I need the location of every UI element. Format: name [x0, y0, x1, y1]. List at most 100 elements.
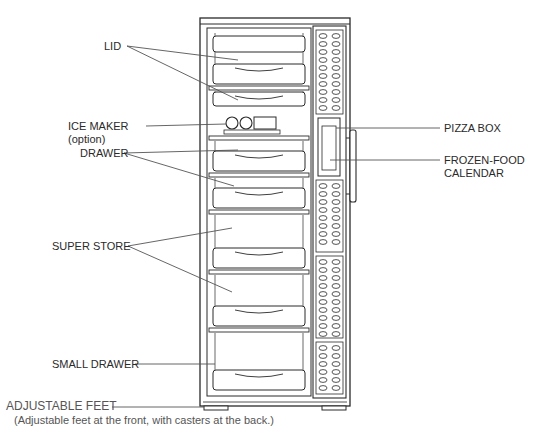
shelf — [209, 173, 309, 177]
door-vent — [319, 292, 327, 297]
door-vent — [332, 354, 340, 359]
drawer-grip — [235, 252, 283, 255]
leader-line — [336, 128, 440, 129]
door-vent — [332, 200, 340, 205]
door-vent — [319, 386, 327, 391]
drawer-side — [215, 215, 216, 248]
door-vent — [332, 184, 340, 189]
leader-line — [112, 407, 204, 408]
door-bin — [316, 30, 343, 114]
drawer-grip — [235, 310, 283, 313]
door-outline — [313, 26, 346, 398]
door-bin — [316, 342, 343, 394]
part-label: (Adjustable feet at the front, with cast… — [14, 414, 274, 427]
leader-line — [135, 364, 215, 365]
door-vent — [319, 240, 327, 245]
leader-line — [128, 228, 232, 246]
door-vent — [332, 82, 340, 87]
door-vent — [332, 370, 340, 375]
part-label: ICE MAKER (option) — [68, 120, 144, 146]
drawer-side — [303, 91, 304, 92]
part-label: SMALL DRAWER — [52, 358, 139, 371]
door-vent — [319, 224, 327, 229]
door-bin — [316, 256, 343, 338]
door-vent — [319, 192, 327, 197]
shelf — [209, 210, 309, 214]
cabinet-outline — [200, 18, 350, 406]
drawer-front — [213, 64, 305, 84]
door-vent — [332, 268, 340, 273]
door-vent — [319, 308, 327, 313]
shelf — [209, 136, 309, 140]
door-vent — [319, 354, 327, 359]
door-bin — [316, 180, 343, 252]
door-vent — [332, 284, 340, 289]
door-vent — [319, 300, 327, 305]
door-vent — [319, 184, 327, 189]
drawer-front — [213, 306, 305, 326]
drawer-side — [215, 333, 216, 370]
drawer-front — [213, 370, 305, 390]
part-label: DRAWER — [80, 147, 128, 160]
door-vent — [332, 74, 340, 79]
door-vent — [332, 66, 340, 71]
door-vent — [332, 378, 340, 383]
door-vent — [332, 106, 340, 111]
plinth — [203, 402, 347, 403]
door-vent — [332, 260, 340, 265]
door-vent — [319, 208, 327, 213]
door-vent — [332, 224, 340, 229]
leader-line — [127, 46, 238, 100]
door-vent — [332, 208, 340, 213]
drawer-grip — [235, 192, 283, 195]
door-vent — [332, 216, 340, 221]
part-label: SUPER STORE — [52, 240, 131, 253]
door-vent — [319, 362, 327, 367]
door-vent — [319, 316, 327, 321]
ice-maker-knob — [240, 117, 252, 129]
door-vent — [319, 34, 327, 39]
part-label: ADJUSTABLE FEET — [6, 400, 116, 413]
handle-mount — [346, 194, 350, 195]
door-vent — [319, 346, 327, 351]
calendar — [322, 126, 336, 170]
part-label: LID — [104, 40, 121, 53]
door-vent — [319, 378, 327, 383]
leader-line — [124, 153, 234, 186]
door-vent — [332, 232, 340, 237]
door-vent — [319, 82, 327, 87]
door-vent — [319, 90, 327, 95]
shelf — [209, 86, 309, 90]
ice-maker-tray — [224, 130, 280, 134]
drawer-front — [213, 248, 305, 268]
part-label: FROZEN-FOOD CALENDAR — [444, 154, 544, 180]
leader-line — [124, 150, 238, 153]
drawer-grip — [235, 374, 283, 377]
door-vent — [332, 362, 340, 367]
door-vent — [332, 300, 340, 305]
door-vent — [319, 200, 327, 205]
door-vent — [319, 232, 327, 237]
leader-line — [127, 46, 238, 60]
drawer-side — [215, 178, 216, 188]
handle-mount — [346, 138, 350, 139]
drawer-front — [213, 188, 305, 208]
drawer-side — [303, 275, 304, 306]
drawer-grip — [235, 96, 283, 99]
door-vent — [319, 66, 327, 71]
door-vent — [319, 58, 327, 63]
drawer-side — [215, 275, 216, 306]
door-vent — [319, 106, 327, 111]
door-vent — [332, 98, 340, 103]
door-vent — [332, 346, 340, 351]
pizza-box — [318, 118, 340, 176]
leader-line — [330, 160, 440, 161]
door-vent — [332, 34, 340, 39]
door-vent — [319, 216, 327, 221]
drawer-front — [213, 151, 305, 171]
door-vent — [332, 292, 340, 297]
leader-line — [128, 246, 232, 292]
door-vent — [332, 58, 340, 63]
door-vent — [332, 192, 340, 197]
